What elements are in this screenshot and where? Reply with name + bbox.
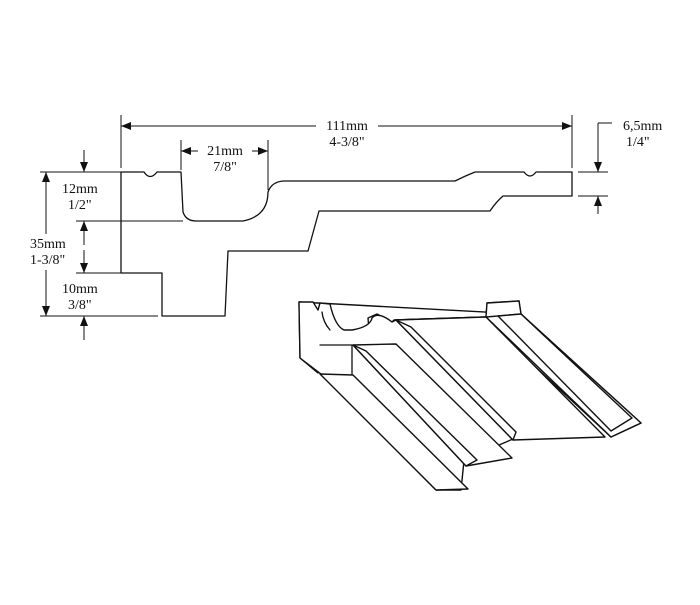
dim-bottom-section: 10mm 3/8" [62,250,121,340]
dim-label-imperial: 1-3/8" [30,253,65,268]
arrow-left-icon [121,122,131,130]
arrow-down-icon [80,263,88,273]
dim-groove-width: 21mm 7/8" [180,140,269,190]
arrow-down-icon [42,306,50,316]
dim-label-metric: 12mm [62,182,98,197]
dim-label-imperial: 3/8" [68,298,92,313]
bottom-face [319,373,469,491]
profile-outline [120,171,573,317]
dim-label-imperial: 7/8" [213,160,237,175]
dim-label-metric: 21mm [207,144,243,159]
profile-notch [319,311,353,375]
middle-step-bevel [395,319,517,441]
arrow-right-icon [562,122,572,130]
dim-label-imperial: 1/2" [68,198,92,213]
cross-section-profile [120,171,573,317]
arrow-up-icon [80,221,88,231]
dim-label-imperial: 4-3/8" [329,135,364,150]
dim-tongue-thickness: 6,5mm 1/4" [578,119,662,214]
dim-top-section: 12mm 1/2" [62,150,121,245]
dim-label-metric: 6,5mm [623,119,662,134]
arrow-down-icon [80,162,88,172]
dim-label-metric: 10mm [62,282,98,297]
lower-step-bevel [352,344,478,467]
arrow-up-icon [594,196,602,206]
dim-label-metric: 35mm [30,237,66,252]
dim-label-metric: 111mm [326,119,368,134]
dim-total-width: 111mm 4-3/8" [120,115,573,168]
arrow-up-icon [42,172,50,182]
arrow-left-icon [181,147,191,155]
isometric-view [298,300,642,491]
dim-total-height: 35mm 1-3/8" [30,171,158,317]
upper-flank-inner [497,313,633,432]
arrow-right-icon [258,147,268,155]
arrow-up-icon [80,316,88,326]
arrow-down-icon [594,162,602,172]
dim-label-imperial: 1/4" [626,135,650,150]
